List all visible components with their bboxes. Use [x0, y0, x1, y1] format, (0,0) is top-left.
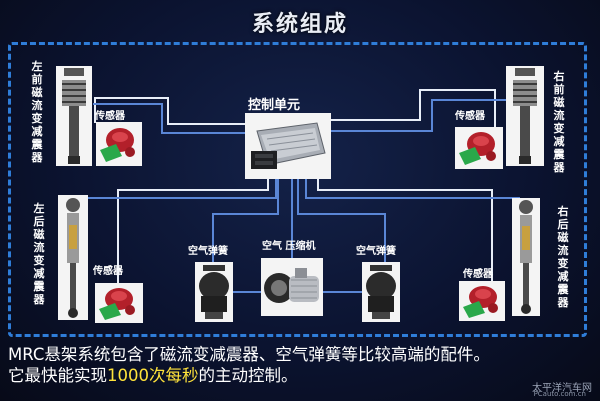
- rear-right-sensor-label: 传感器: [463, 269, 493, 280]
- wire-ecu-front-left-sensor: [94, 97, 245, 125]
- air-spring-icon: [366, 265, 396, 319]
- ecu-module-icon: [251, 122, 326, 169]
- wire-ecu-rear-left-damper: [85, 178, 277, 199]
- air-spring-right-image: [362, 262, 400, 322]
- compressor-label: 空气 压缩机: [262, 241, 316, 252]
- front-left-damper-label: 左前磁流变减震器: [31, 60, 43, 164]
- front-right-damper-image: [506, 66, 544, 166]
- compressor-icon: [264, 268, 319, 303]
- watermark: 太平洋汽车网: [532, 383, 592, 394]
- front-right-damper-label: 右前磁流变减震器: [553, 70, 565, 174]
- wire-ecu-air-spring-left: [212, 178, 279, 262]
- sensor-icon: [99, 288, 135, 320]
- rear-left-damper-image: [58, 195, 88, 320]
- wire-ecu-rear-left-sensor: [117, 178, 269, 285]
- rear-right-damper-image: [512, 198, 540, 316]
- caption: MRC悬架系统包含了磁流变减震器、空气弹簧等比较高端的配件。 它最快能实现100…: [8, 344, 598, 386]
- wire-ecu-air-spring-right: [297, 178, 386, 262]
- slide-title: 系统组成: [251, 12, 348, 37]
- rear-left-damper-label: 左后磁流变减震器: [33, 202, 45, 306]
- rear-left-sensor-label: 传感器: [93, 266, 123, 277]
- sensor-icon: [459, 132, 496, 165]
- wire-ecu-rear-right-sensor: [317, 178, 493, 282]
- air-spring-left-label: 空气弹簧: [188, 246, 228, 257]
- rear-left-sensor-image: [95, 283, 143, 323]
- sensor-icon: [463, 286, 498, 318]
- caption-line-1: MRC悬架系统包含了磁流变减震器、空气弹簧等比较高端的配件。: [8, 345, 490, 364]
- caption-line-2-start: 它最快能实现: [8, 366, 107, 385]
- shock-absorber-icon: [62, 68, 86, 164]
- front-left-damper-image: [56, 66, 92, 166]
- wire-ecu-front-right-damper: [330, 99, 512, 132]
- front-right-sensor-image: [455, 127, 503, 169]
- shock-absorber-icon: [66, 198, 80, 318]
- wire-ecu-rear-right-damper: [305, 178, 520, 199]
- rear-right-damper-label: 右后磁流变减震器: [557, 205, 569, 309]
- wire-ecu-front-left-damper: [93, 103, 245, 134]
- system-frame: [8, 42, 587, 337]
- ecu-image: [245, 113, 331, 179]
- air-spring-left-image: [195, 262, 233, 322]
- front-left-sensor-label: 传感器: [95, 111, 125, 122]
- front-right-sensor-label: 传感器: [455, 111, 485, 122]
- sensor-icon: [100, 128, 135, 162]
- caption-line-2: 它最快能实现1000次每秒的主动控制。: [8, 365, 598, 386]
- wire-ecu-front-right-sensor: [330, 89, 496, 128]
- caption-highlight: 1000次每秒: [107, 366, 199, 385]
- air-spring-right-label: 空气弹簧: [356, 246, 396, 257]
- ecu-label: 控制单元: [248, 98, 301, 113]
- shock-absorber-icon: [513, 68, 537, 164]
- air-spring-icon: [199, 265, 229, 319]
- compressor-image: [261, 258, 323, 316]
- front-left-sensor-image: [96, 122, 142, 166]
- rear-right-sensor-image: [459, 281, 505, 321]
- watermark-url: PCauto.com.cn: [533, 390, 586, 398]
- caption-line-2-end: 的主动控制。: [198, 366, 298, 385]
- shock-absorber-icon: [519, 200, 533, 314]
